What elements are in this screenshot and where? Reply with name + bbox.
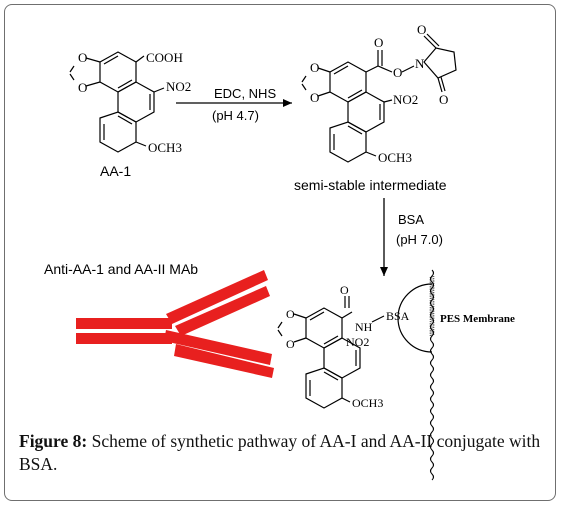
aa1-name-label: AA-1 [100, 163, 131, 179]
conjugate-och3-label: OCH3 [352, 396, 383, 410]
intermediate-nitrogen: N [415, 56, 425, 71]
membrane-label: PES Membrane [440, 313, 515, 325]
caption-text: Scheme of synthetic pathway of AA-I and … [19, 431, 541, 474]
conjugate-no2-label: NO2 [346, 335, 369, 349]
conjugate-dioxole-o-bottom: O [286, 337, 295, 351]
intermediate-structure [301, 33, 457, 163]
conjugate-carbonyl-o: O [340, 283, 349, 297]
intermediate-och3-label: OCH3 [378, 150, 412, 165]
aa1-no2-label: NO2 [166, 79, 191, 94]
conjugate-bsa-label: BSA [386, 309, 410, 323]
intermediate-no2-label: NO2 [393, 92, 418, 107]
membrane-line [429, 269, 435, 481]
intermediate-name-label: semi-stable intermediate [294, 177, 447, 193]
intermediate-dioxole-o-top: O [310, 60, 319, 75]
step1-condition-label: (pH 4.7) [212, 108, 259, 123]
step2-reagent-label: BSA [398, 212, 424, 227]
antibody-graphic [76, 270, 274, 378]
step2-condition-label: (pH 7.0) [396, 232, 443, 247]
aa1-och3-label: OCH3 [148, 140, 182, 155]
intermediate-carbonyl-o: O [374, 35, 383, 50]
intermediate-dioxole-o-bottom: O [310, 90, 319, 105]
aa1-dioxole-o-top: O [78, 50, 87, 65]
intermediate-ester-o: O [393, 65, 402, 80]
conjugate-structure [277, 276, 435, 409]
aa1-structure [69, 51, 165, 153]
antibody-label: Anti-AA-1 and AA-II MAb [44, 261, 198, 277]
figure-caption: Figure 8: Scheme of synthetic pathway of… [19, 430, 549, 476]
figure-frame [4, 4, 556, 501]
step1-reagents-label: EDC, NHS [214, 86, 276, 101]
succinimide-o-bottom: O [439, 92, 448, 107]
conjugate-dioxole-o-top: O [286, 307, 295, 321]
conjugate-nh-label: NH [355, 320, 373, 334]
aa1-cooh-label: COOH [146, 50, 183, 65]
aa1-dioxole-o-bottom: O [78, 80, 87, 95]
succinimide-o-top: O [417, 22, 426, 37]
caption-lead: Figure 8: [19, 431, 88, 451]
